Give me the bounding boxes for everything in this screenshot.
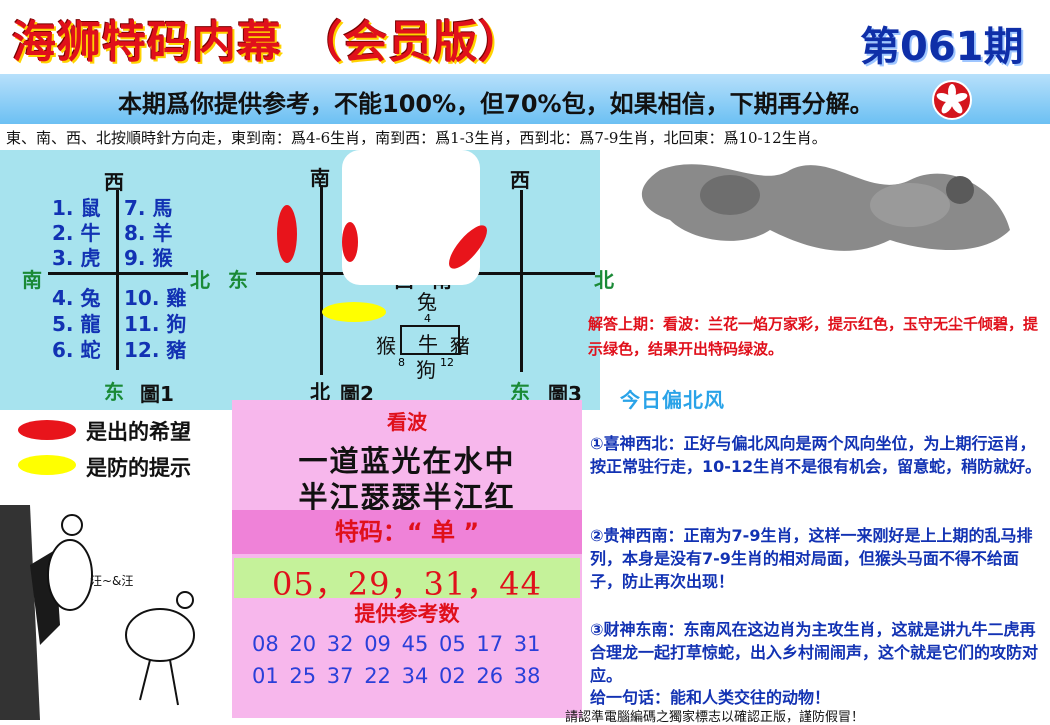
zodiac-item: 4. 兔	[52, 286, 101, 310]
compass-bottom: 狗	[416, 358, 436, 382]
compass-left-number: 8	[398, 356, 405, 369]
number-row	[234, 558, 580, 598]
cartoon-caption: 汪~&汪	[90, 574, 133, 588]
bauhinia-emblem-icon	[932, 80, 972, 120]
compass-center: 牛	[418, 332, 438, 356]
figure1-top-direction: 西	[104, 170, 124, 194]
paragraph-3: ③财神东南：东南风在这边肖为主攻生肖，这就是讲九牛二虎再合理龙一起打草惊蛇，出入…	[590, 620, 1039, 685]
special-code-row	[232, 510, 582, 554]
yellow-legend-swatch	[18, 455, 76, 475]
zodiac-item: 12. 豬	[124, 338, 187, 362]
figure3-top-direction: 西	[510, 168, 530, 192]
hope-mark	[277, 205, 297, 263]
figure1-horizontal-axis	[48, 272, 188, 275]
footer-notice: 請認準電腦編碼之獨家標志以確認正版，謹防假冒！	[565, 710, 865, 725]
compass-right: 豬	[450, 334, 470, 358]
zodiac-item: 3. 虎	[52, 246, 101, 270]
poem-line-1: 一道蓝光在水中	[298, 444, 516, 478]
previous-answer: 解答上期：看波：兰花一焰万家彩，提示红色，玉守无尘千倾碧，提示绿色，结果开出特码…	[588, 315, 1039, 358]
zodiac-item: 9. 猴	[124, 246, 173, 270]
page-title: 海狮特码内幕 （会员版）	[12, 17, 524, 68]
paragraph-1: ①喜神西北：正好与偏北风向是两个风向坐位，为上期行运肖，按正常驻行走，10-12…	[590, 434, 1042, 476]
reference-numbers-row-2: 01 25 37 22 34 02 26 38	[252, 664, 541, 688]
zodiac-item: 7. 馬	[124, 196, 173, 220]
red-legend-label: 是出的希望	[86, 420, 191, 444]
reference-title: 提供参考数	[354, 602, 460, 626]
direction-rule: 東、南、西、北按順時針方向走，東到南：爲4-6生肖，南到西：爲1-3生肖，西到北…	[6, 129, 827, 147]
slogan-banner	[0, 74, 1050, 124]
figure2-horizontal-axis	[256, 272, 386, 275]
figure3-vertical-axis	[520, 190, 523, 372]
yellow-legend-label: 是防的提示	[86, 456, 191, 480]
figure1-right-direction: 北	[190, 268, 210, 292]
caution-mark	[322, 302, 386, 322]
wind-heading: 今日偏北风	[620, 388, 725, 412]
zodiac-item: 11. 狗	[124, 312, 187, 336]
figure1-label: 圖1	[140, 382, 174, 406]
figure2-left-direction: 东	[228, 268, 248, 292]
paragraph-2: ②贵神西南：正南为7-9生肖，这样一来刚好是上上期的乱马排列，本身是没有7-9生…	[590, 526, 1033, 591]
compass-box	[400, 325, 460, 355]
figure3-horizontal-axis	[455, 272, 595, 275]
compass-top-number: 4	[424, 312, 431, 325]
dog-tree-cartoon-icon: 汪~&汪	[0, 505, 195, 720]
zodiac-item: 10. 雞	[124, 286, 187, 310]
special-code-text: 特码：“ 单 ”	[334, 518, 480, 546]
paragraph-4: 给一句话：能和人类交往的动物！	[590, 688, 831, 707]
compass-top: 兔	[417, 290, 437, 314]
reference-numbers-row-1: 08 20 32 09 45 05 17 31	[252, 632, 541, 656]
poem-line-2: 半江瑟瑟半江红	[298, 480, 516, 514]
kanbo-label: 看波	[387, 410, 427, 434]
compass-right-number: 12	[440, 356, 454, 369]
main-numbers: 05，29，31，44	[272, 565, 542, 603]
figure3-right-direction: 北	[594, 268, 614, 292]
figure1-vertical-axis	[116, 190, 119, 370]
figure2-bottom-direction: 北	[310, 380, 330, 404]
figure2-vertical-axis	[320, 185, 323, 375]
figure1-left-direction: 南	[22, 268, 42, 292]
red-legend-swatch	[18, 420, 76, 440]
figure3-bottom-direction: 东	[510, 380, 530, 404]
zodiac-item: 2. 牛	[52, 221, 101, 245]
zodiac-item: 8. 羊	[124, 221, 173, 245]
compass-left: 猴	[376, 334, 396, 358]
mouse-cartoon-icon	[641, 164, 1010, 251]
zodiac-item: 5. 龍	[52, 312, 101, 336]
issue-number: 第061期	[860, 24, 1024, 70]
slogan-text: 本期爲你提供参考，不能100%，但70%包，如果相信，下期再分解。	[118, 90, 874, 118]
zodiac-item: 1. 鼠	[52, 196, 101, 220]
hope-mark	[342, 222, 358, 262]
figure1-bottom-direction: 东	[104, 380, 124, 404]
zodiac-item: 6. 蛇	[52, 338, 101, 362]
diagram-area	[0, 150, 600, 410]
figure2-top-direction: 南	[310, 166, 330, 190]
